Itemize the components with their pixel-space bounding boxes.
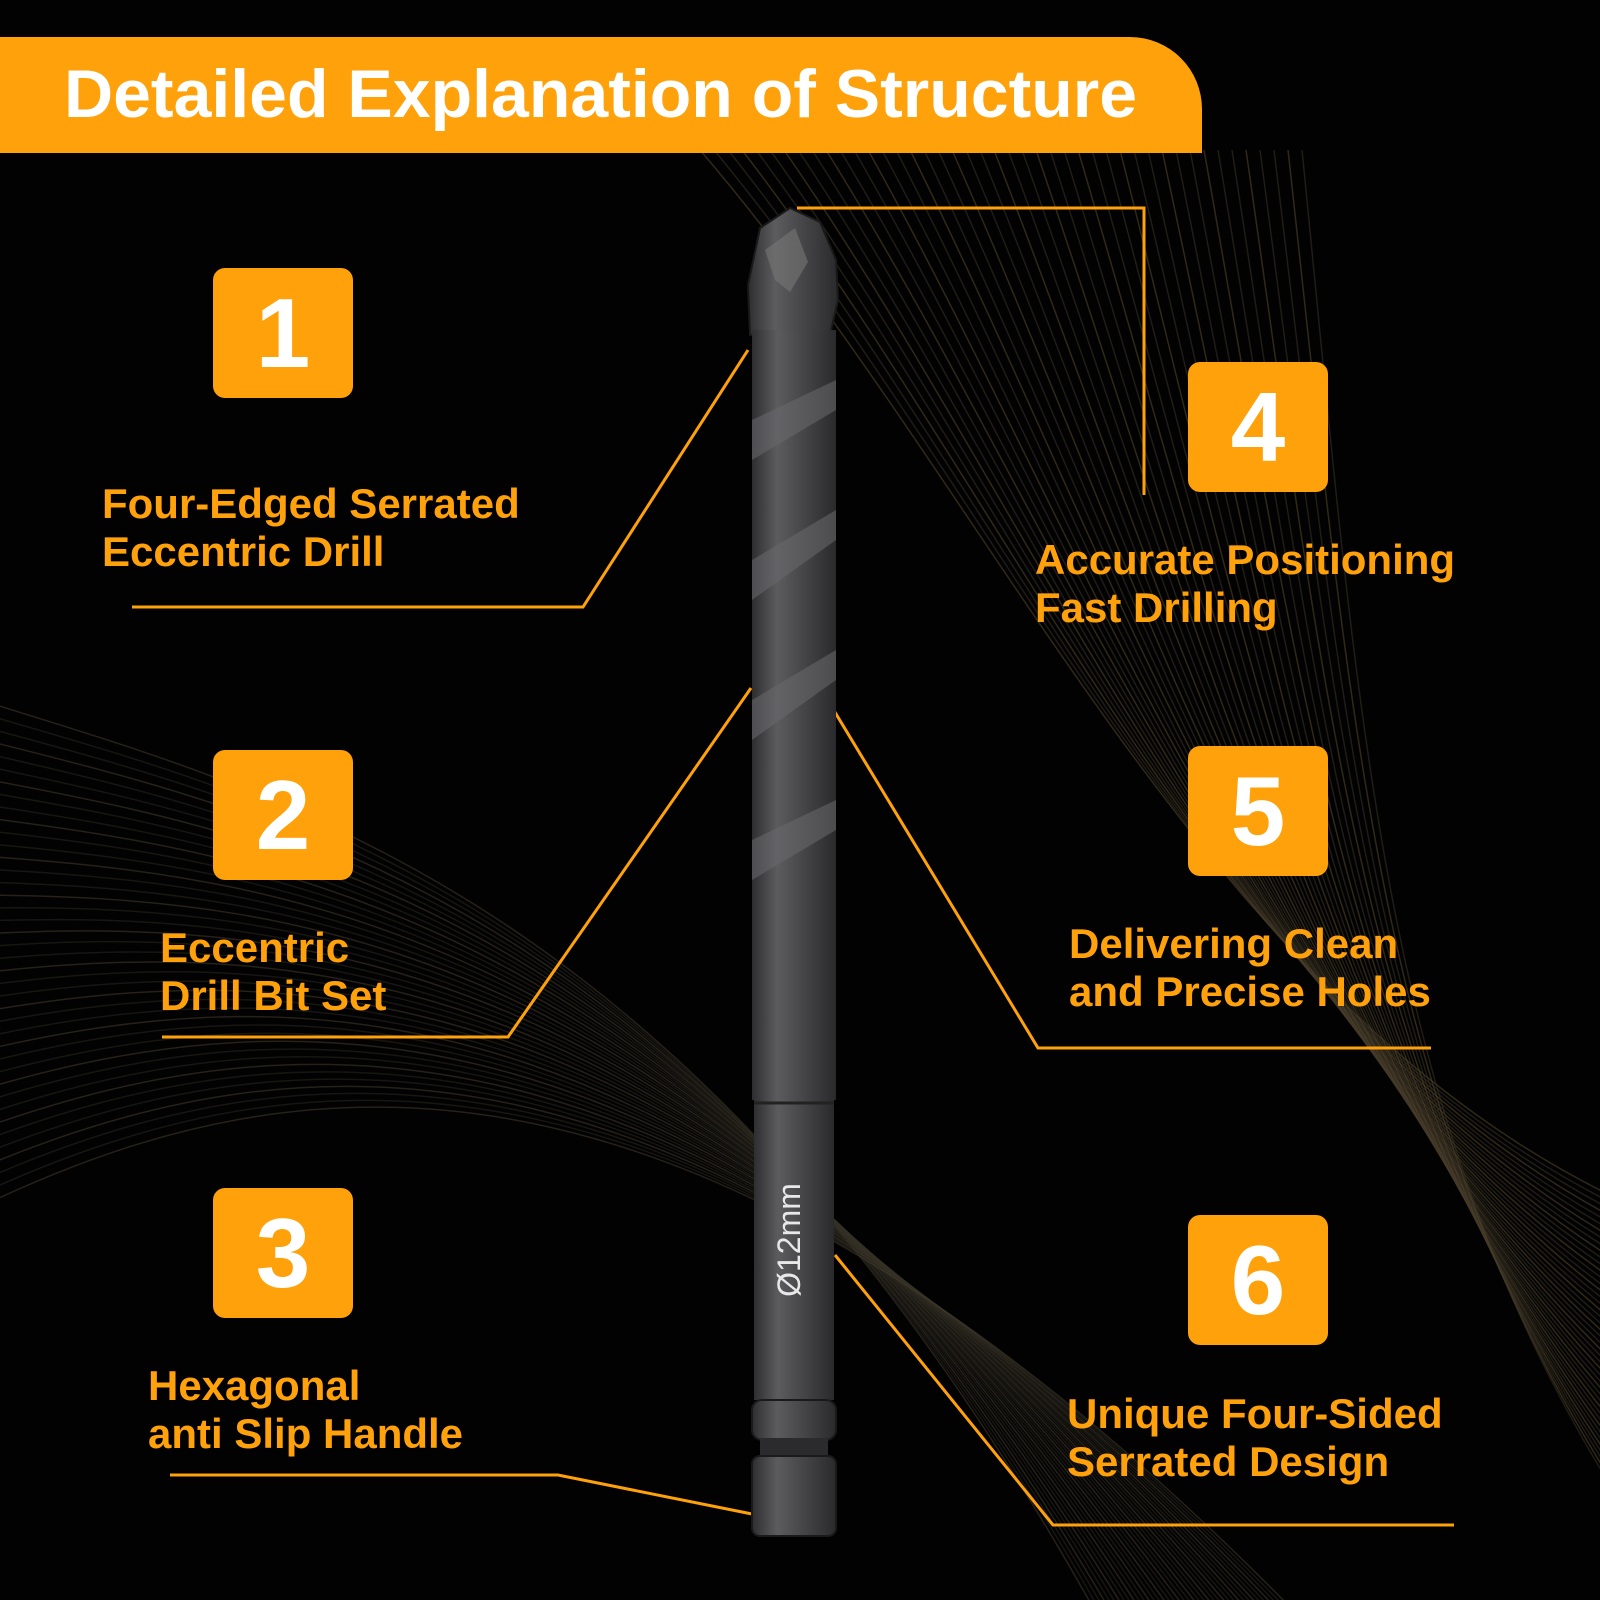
feature-2-label: Eccentric Drill Bit Set [160,924,386,1020]
feature-4-label: Accurate Positioning Fast Drilling [1035,536,1455,632]
drill-bit [746,206,840,1537]
callout-line-3 [170,1473,753,1516]
feature-1-line-2: Eccentric Drill [102,528,385,575]
feature-5-line-2: and Precise Holes [1069,968,1431,1015]
page-title: Detailed Explanation of Structure [64,56,1138,132]
feature-5-label: Delivering Clean and Precise Holes [1069,920,1431,1016]
callout-line-1 [132,349,750,609]
feature-5-line-1: Delivering Clean [1069,920,1399,967]
feature-1-label: Four-Edged Serrated Eccentric Drill [102,480,520,576]
feature-3-label: Hexagonal anti Slip Handle [148,1362,463,1458]
feature-5-badge: 5 [1188,746,1328,876]
feature-1-badge: 1 [213,268,353,398]
callout-line-5 [828,703,1431,1050]
callout-line-2 [162,687,753,1039]
feature-2-badge: 2 [213,750,353,880]
feature-4-line-1: Accurate Positioning [1035,536,1456,583]
feature-6-line-2: Serrated Design [1067,1438,1390,1485]
feature-6-badge: 6 [1188,1215,1328,1345]
feature-6-line-1: Unique Four-Sided [1067,1390,1443,1437]
callout-line-6 [833,1254,1454,1527]
size-marking: Ø12mm [771,1183,807,1297]
feature-3-badge: 3 [213,1188,353,1318]
feature-2-line-1: Eccentric [160,924,350,971]
header-banner: Detailed Explanation of Structure [0,37,1202,153]
feature-2-line-2: Drill Bit Set [160,972,387,1019]
callout-line-4 [797,206,1146,495]
feature-4-line-2: Fast Drilling [1035,584,1278,631]
feature-4-badge: 4 [1188,362,1328,492]
feature-3-line-2: anti Slip Handle [148,1410,464,1457]
feature-3-line-1: Hexagonal [148,1362,361,1409]
feature-1-line-1: Four-Edged Serrated [102,480,520,527]
feature-6-label: Unique Four-Sided Serrated Design [1067,1390,1443,1486]
